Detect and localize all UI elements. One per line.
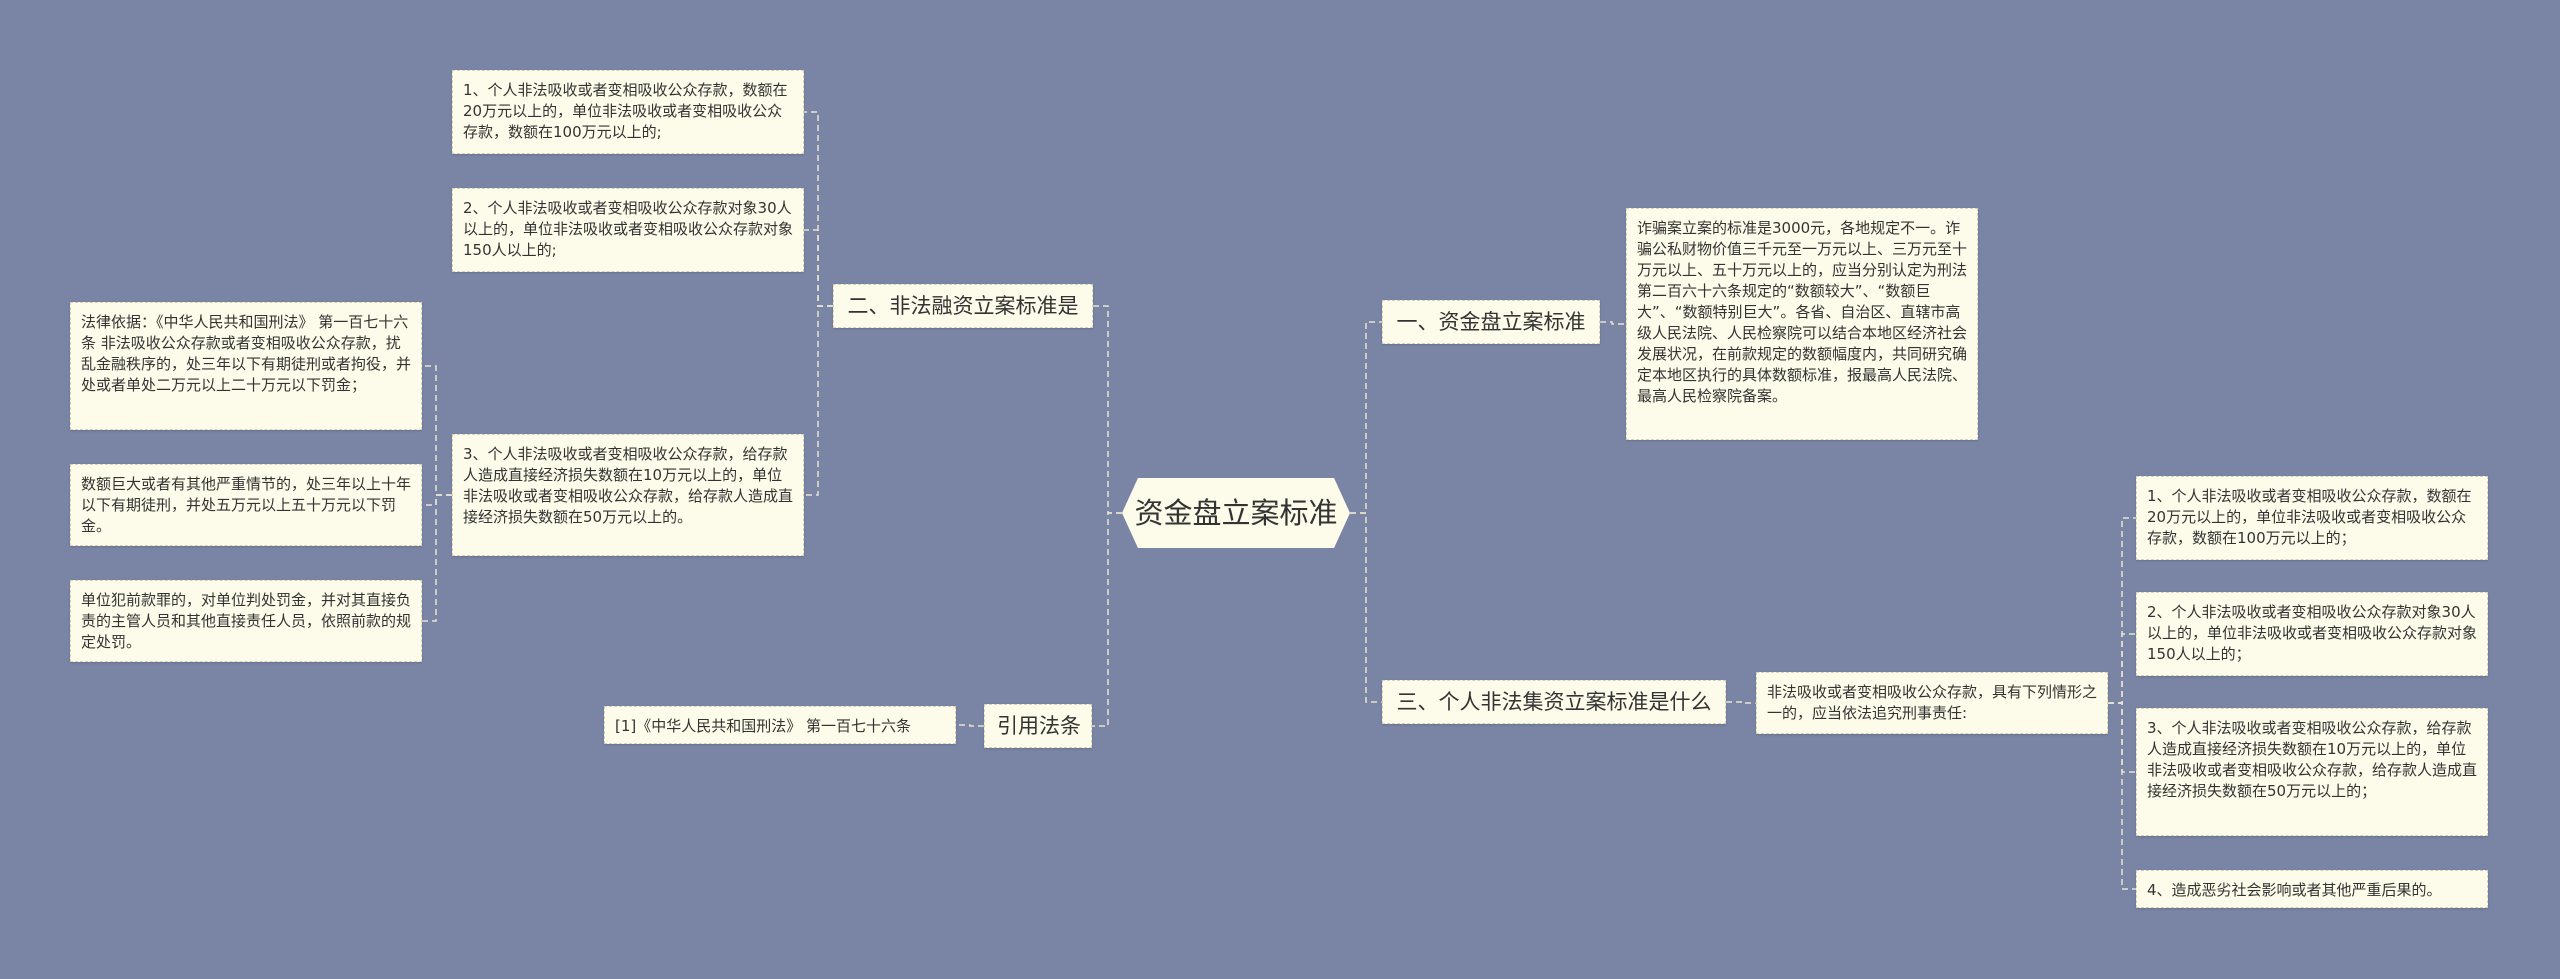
root-node[interactable]: 资金盘立案标准 — [1122, 478, 1350, 548]
link-b3-4 — [2108, 702, 2136, 890]
link-b3-2 — [2108, 633, 2136, 704]
subleaf-b2-2[interactable]: 数额巨大或者有其他严重情节的，处三年以上十年以下有期徒刑，并处五万元以上五十万元… — [70, 464, 422, 546]
leaf-b3-3[interactable]: 3、个人非法吸收或者变相吸收公众存款，给存款人造成直接经济损失数额在10万元以上… — [2136, 708, 2488, 836]
branch-node-b3[interactable]: 三、个人非法集资立案标准是什么 — [1382, 680, 1726, 724]
leaf-b2-2[interactable]: 2、个人非法吸收或者变相吸收公众存款对象30人以上的，单位非法吸收或者变相吸收公… — [452, 188, 804, 272]
subleaf-b2-3[interactable]: 单位犯前款罪的，对单位判处罚金，并对其直接负责的主管人员和其他直接责任人员，依照… — [70, 580, 422, 662]
link-b2-sub-1 — [422, 365, 452, 496]
leaf-b3-4[interactable]: 4、造成恶劣社会影响或者其他严重后果的。 — [2136, 870, 2488, 908]
leaf-b4-1[interactable]: [1]《中华人民共和国刑法》 第一百七十六条 — [604, 706, 956, 744]
link-root-b1 — [1350, 321, 1382, 514]
link-root-b2 — [1093, 305, 1122, 514]
link-b1-1 — [1600, 321, 1626, 325]
link-root-b3 — [1350, 512, 1382, 703]
link-b2-sub-2 — [422, 494, 452, 506]
link-b2-sub-3 — [422, 494, 452, 622]
subleaf-b2-1[interactable]: 法律依据：《中华人民共和国刑法》 第一百七十六条 非法吸收公众存款或者变相吸收公… — [70, 302, 422, 430]
leaf-b2-1[interactable]: 1、个人非法吸收或者变相吸收公众存款，数额在20万元以上的，单位非法吸收或者变相… — [452, 70, 804, 154]
branch-node-b2[interactable]: 二、非法融资立案标准是 — [833, 284, 1093, 328]
link-b2-2 — [804, 229, 833, 307]
leaf-b3-1[interactable]: 1、个人非法吸收或者变相吸收公众存款，数额在20万元以上的，单位非法吸收或者变相… — [2136, 476, 2488, 560]
leaf-b1-1[interactable]: 诈骗案立案的标准是3000元，各地规定不一。诈骗公私财物价值三千元至一万元以上、… — [1626, 208, 1978, 440]
leaf-b3-intro[interactable]: 非法吸收或者变相吸收公众存款，具有下列情形之一的，应当依法追究刑事责任: — [1756, 672, 2108, 734]
branch-node-b1[interactable]: 一、资金盘立案标准 — [1382, 300, 1600, 344]
link-root-b4 — [1092, 512, 1122, 727]
leaf-b3-2[interactable]: 2、个人非法吸收或者变相吸收公众存款对象30人以上的，单位非法吸收或者变相吸收公… — [2136, 592, 2488, 676]
link-b3-1 — [2108, 517, 2136, 704]
leaf-b2-3[interactable]: 3、个人非法吸收或者变相吸收公众存款，给存款人造成直接经济损失数额在10万元以上… — [452, 434, 804, 556]
link-b3-3 — [2108, 702, 2136, 773]
link-b4-1 — [956, 724, 984, 727]
link-b2-3 — [804, 305, 833, 496]
link-b3-intro — [1726, 701, 1756, 704]
link-b2-1 — [804, 111, 833, 307]
branch-node-b4[interactable]: 引用法条 — [984, 704, 1092, 748]
